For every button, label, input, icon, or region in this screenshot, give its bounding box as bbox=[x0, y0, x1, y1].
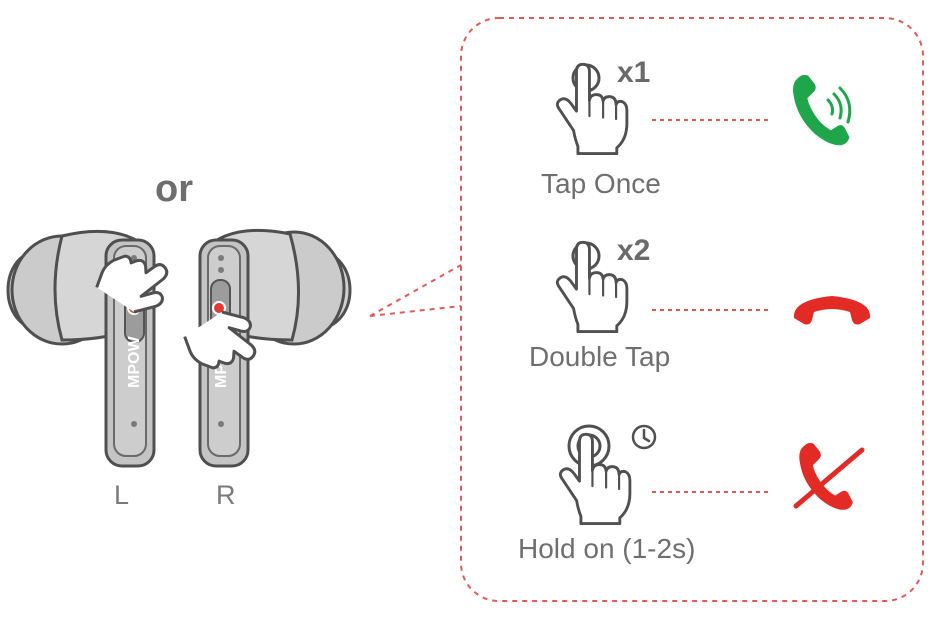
left-earbud: MPOW bbox=[6, 229, 182, 468]
double-tap-multiplier: x2 bbox=[617, 234, 651, 267]
or-label: or bbox=[155, 168, 193, 210]
answer-call-icon bbox=[793, 74, 852, 146]
double-tap-hand-icon bbox=[555, 240, 629, 334]
right-earbud-label: R bbox=[216, 480, 236, 510]
hold-hand-icon bbox=[558, 424, 632, 526]
tap-once-hand-icon bbox=[555, 62, 629, 156]
end-call-icon bbox=[793, 296, 871, 325]
callout-frame bbox=[369, 17, 924, 602]
left-earbud-brand: MPOW bbox=[126, 336, 143, 388]
tap-once-label: Tap Once bbox=[541, 168, 661, 199]
left-earbud-label: L bbox=[114, 480, 130, 510]
clock-icon bbox=[631, 424, 657, 450]
double-tap-label: Double Tap bbox=[529, 341, 671, 372]
right-earbud: MPOW bbox=[175, 228, 352, 468]
reject-call-icon bbox=[793, 443, 865, 510]
tap-once-multiplier: x1 bbox=[617, 56, 651, 89]
hold-label: Hold on (1-2s) bbox=[518, 533, 696, 564]
